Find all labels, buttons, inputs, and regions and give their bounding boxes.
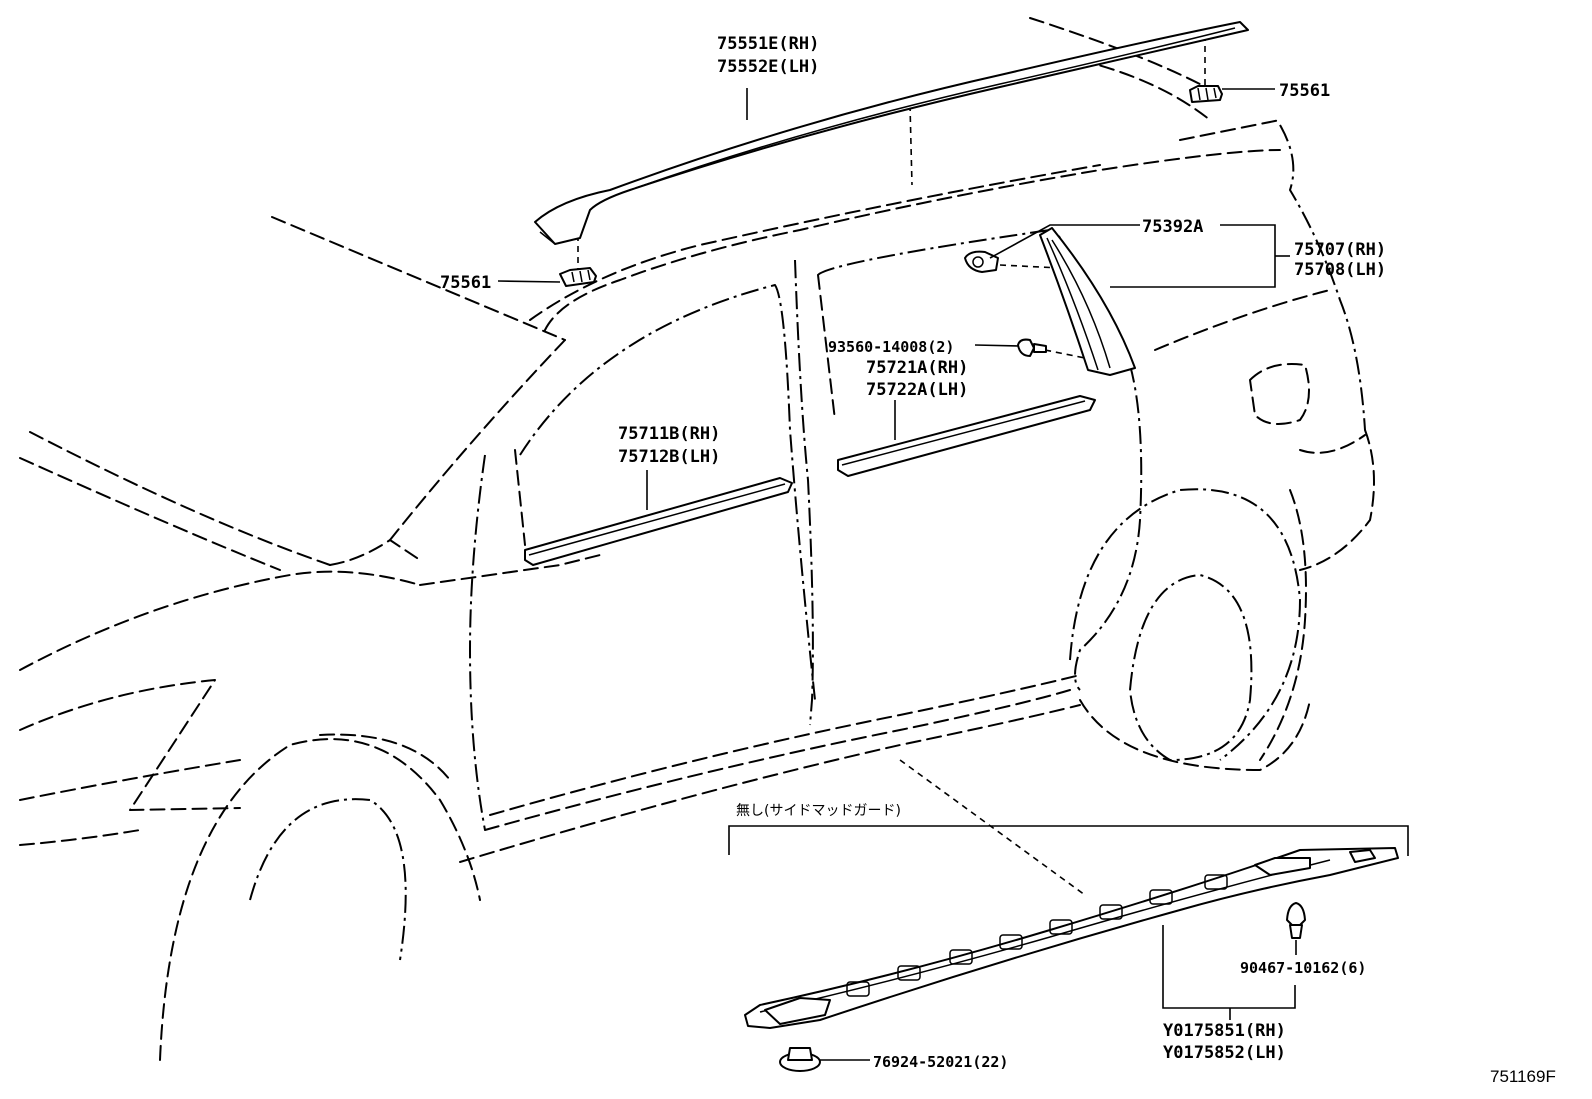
label-clip-rear: 75561 (1279, 81, 1330, 101)
label-clip-front: 75561 (440, 273, 491, 293)
rocker-clip-part (1286, 902, 1306, 939)
label-front-belt-lh: 75712B(LH) (618, 447, 720, 467)
screw-part (1017, 338, 1047, 357)
pillar-clip-part (964, 250, 999, 273)
rocker-moulding-part (744, 847, 1399, 1029)
label-note: 無し(サイドマッドガード) (736, 803, 901, 819)
label-pillar-moulding-rh: 75707(RH) (1294, 240, 1386, 260)
label-rear-belt-lh: 75722A(LH) (866, 380, 968, 400)
rear-belt-moulding-part (837, 395, 1096, 477)
label-nut: 76924-52021(22) (873, 1053, 1008, 1071)
roof-rail-part (534, 21, 1249, 245)
label-pillar-moulding-lh: 75708(LH) (1294, 260, 1386, 280)
label-roof-rail-lh: 75552E(LH) (717, 57, 819, 77)
car-body-outline (19, 17, 1375, 1061)
roof-rail-dash-leader (909, 104, 913, 186)
label-rear-belt-rh: 75721A(RH) (866, 358, 968, 378)
label-pillar-clip: 75392A (1142, 217, 1203, 237)
rocker-dash-leader (899, 759, 1086, 896)
label-front-belt-rh: 75711B(RH) (618, 424, 720, 444)
label-rocker-rh: Y0175851(RH) (1163, 1021, 1286, 1041)
pillar-moulding-part (1039, 227, 1136, 376)
nut-part (779, 1047, 821, 1072)
diagram-code: 751169F (1490, 1067, 1556, 1086)
roof-clip-rear-part (1189, 85, 1223, 103)
roof-clip-front-part (559, 267, 597, 287)
label-rocker-lh: Y0175852(LH) (1163, 1043, 1286, 1063)
label-roof-rail-rh: 75551E(RH) (717, 34, 819, 54)
front-belt-moulding-part (524, 477, 793, 566)
label-rocker-clip: 90467-10162(6) (1240, 959, 1366, 977)
screw-dash-leader (1044, 349, 1086, 359)
leader-lines (497, 88, 1409, 1061)
label-screw: 93560-14008(2) (828, 338, 954, 356)
